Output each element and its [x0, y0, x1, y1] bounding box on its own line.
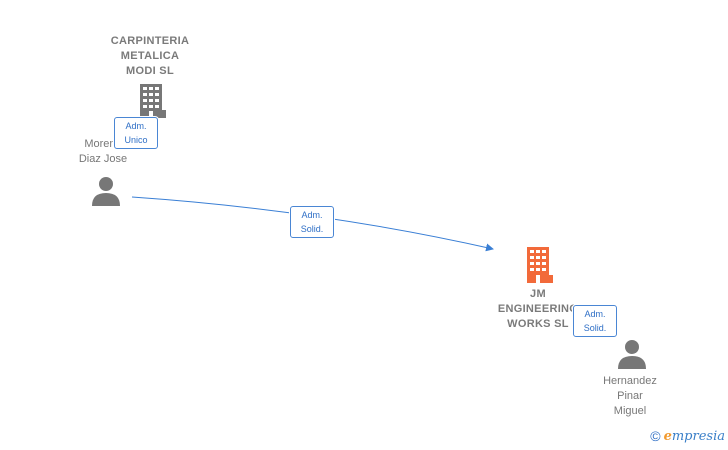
company-label-jm[interactable]: JM ENGINEERING WORKS SL	[497, 288, 579, 330]
edge-label-adm-solid-moreno[interactable]: Adm. Solid.	[290, 206, 334, 238]
edge-label-adm-solid-hernandez[interactable]: Adm. Solid.	[573, 305, 617, 337]
edge-label-adm-unico[interactable]: Adm. Unico	[114, 117, 158, 149]
brand-logo[interactable]: © empresia	[650, 428, 725, 444]
person-icon[interactable]	[91, 176, 121, 206]
company-label-carpinteria[interactable]: CARPINTERIA METALICA MODI SL	[110, 35, 190, 77]
building-icon[interactable]	[524, 247, 554, 283]
copyright-icon: ©	[650, 428, 661, 444]
person-label-moreno[interactable]: Moreno Diaz Jose	[78, 138, 128, 165]
building-icon[interactable]	[138, 84, 168, 118]
person-icon[interactable]	[617, 339, 647, 369]
brand-name: empresia	[663, 428, 725, 444]
person-label-hernandez[interactable]: Hernandez Pinar Miguel	[603, 375, 657, 417]
